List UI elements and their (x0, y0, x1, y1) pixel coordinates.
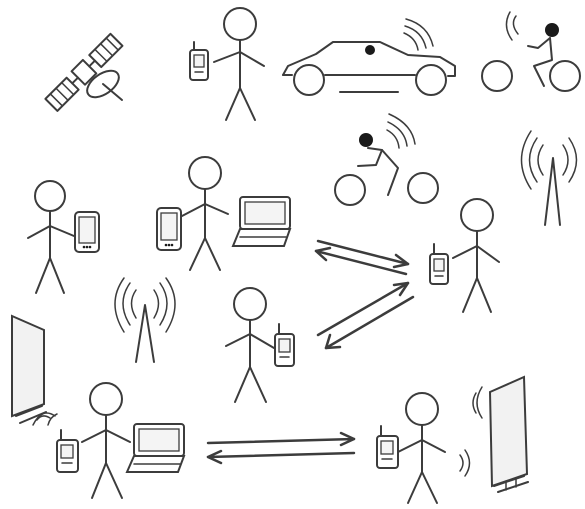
bidirectional-arrows-icon (316, 241, 408, 274)
radio-tower-icon (115, 278, 175, 362)
satellite-dish-icon (83, 65, 124, 102)
smartphone-icon (157, 208, 181, 250)
smartphone-icon (75, 212, 99, 252)
flat-panel-display-icon (460, 377, 528, 492)
person-icon (214, 8, 264, 120)
walkie-talkie-icon (190, 42, 208, 80)
bidirectional-arrows-icon (208, 433, 354, 463)
walkie-talkie-icon (57, 430, 78, 472)
walkie-talkie-icon (377, 426, 398, 468)
person-icon (28, 181, 74, 293)
satellite-icon (45, 33, 123, 111)
person-icon (82, 383, 130, 498)
laptop-icon (233, 197, 290, 246)
person-icon (182, 157, 228, 270)
bidirectional-arrows-icon (318, 283, 413, 348)
motorcyclist-icon (335, 114, 438, 205)
flat-panel-display-icon (12, 316, 57, 425)
walkie-talkie-icon (275, 324, 294, 366)
motorcyclist-icon (482, 12, 580, 91)
car-icon (283, 19, 455, 95)
laptop-icon (127, 424, 184, 472)
walkie-talkie-icon (430, 244, 448, 284)
person-icon (453, 199, 499, 312)
person-icon (398, 393, 445, 503)
radio-tower-icon (522, 131, 577, 225)
person-icon (226, 288, 274, 402)
